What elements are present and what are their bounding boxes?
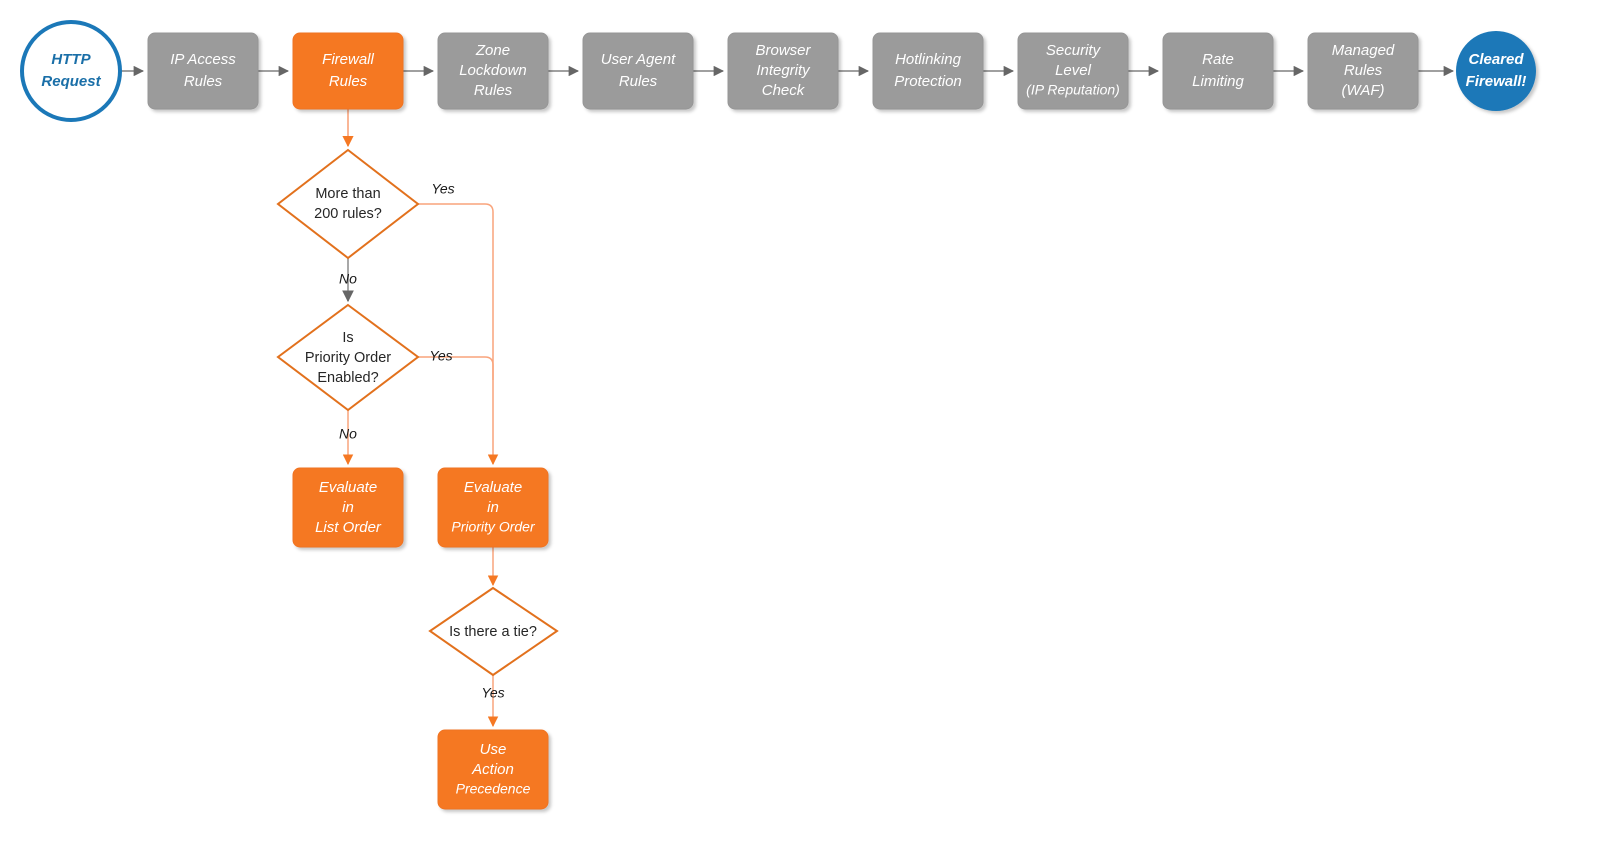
node-evaluate-in-priority-order[interactable]: Evaluate in Priority Order — [437, 467, 549, 548]
use-action-precedence-line1: Use — [480, 741, 507, 758]
decision-is-there-a-tie[interactable]: Is there a tie? — [428, 586, 559, 677]
decision3-yes-label: Yes — [481, 685, 504, 701]
http-request-label-line1: HTTP — [51, 51, 91, 68]
node-security-level[interactable]: Security Level (IP Reputation) — [1017, 32, 1129, 110]
evaluate-list-order-line2: in — [342, 499, 354, 516]
decision1-yes-label: Yes — [431, 181, 454, 197]
browser-integrity-check-line1: Browser — [755, 42, 811, 59]
firewall-rules-line2: Rules — [329, 73, 368, 90]
use-action-precedence-line3: Precedence — [456, 781, 531, 797]
node-zone-lockdown-rules[interactable]: Zone Lockdown Rules — [437, 32, 549, 110]
decision2-line3: Enabled? — [317, 370, 378, 386]
evaluate-list-order-line3: List Order — [315, 519, 382, 536]
browser-integrity-check-line2: Integrity — [756, 62, 811, 79]
browser-integrity-check-line3: Check — [762, 82, 806, 99]
evaluate-list-order-line1: Evaluate — [319, 479, 377, 496]
decision2-yes-label: Yes — [429, 348, 452, 364]
node-browser-integrity-check[interactable]: Browser Integrity Check — [727, 32, 839, 110]
branch-connectors — [342, 108, 499, 728]
cleared-firewall-label-line1: Cleared — [1468, 51, 1524, 68]
zone-lockdown-rules-line2: Lockdown — [459, 62, 527, 79]
node-ip-access-rules[interactable]: IP Access Rules — [147, 32, 259, 110]
ip-access-rules-line1: IP Access — [170, 51, 236, 68]
node-http-request[interactable]: HTTP Request — [20, 20, 122, 122]
node-hotlinking-protection[interactable]: Hotlinking Protection — [872, 32, 984, 110]
managed-rules-waf-line3: (WAF) — [1341, 82, 1384, 99]
node-rate-limiting[interactable]: Rate Limiting — [1162, 32, 1274, 110]
decision1-no-label: No — [339, 271, 357, 287]
hotlinking-protection-line1: Hotlinking — [895, 51, 962, 68]
evaluate-priority-order-line3: Priority Order — [451, 519, 536, 535]
node-use-action-precedence[interactable]: Use Action Precedence — [437, 729, 549, 810]
connector-decision1-yes — [418, 203, 499, 466]
node-firewall-rules[interactable]: Firewall Rules — [292, 32, 404, 110]
decision2-no-label: No — [339, 426, 357, 442]
security-level-line1: Security — [1046, 42, 1102, 59]
decision-is-priority-order-enabled[interactable]: Is Priority Order Enabled? — [276, 303, 420, 412]
security-level-line3: (IP Reputation) — [1026, 82, 1120, 98]
decision1-line2: 200 rules? — [314, 206, 382, 222]
evaluate-priority-order-line1: Evaluate — [464, 479, 522, 496]
decision2-line2: Priority Order — [305, 350, 391, 366]
node-user-agent-rules[interactable]: User Agent Rules — [582, 32, 694, 110]
evaluate-priority-order-line2: in — [487, 499, 499, 516]
user-agent-rules-line1: User Agent — [601, 51, 676, 68]
zone-lockdown-rules-line1: Zone — [475, 42, 510, 59]
decision1-line1: More than — [315, 186, 380, 202]
rate-limiting-line1: Rate — [1202, 51, 1234, 68]
decision-more-than-200-rules[interactable]: More than 200 rules? — [276, 148, 420, 260]
hotlinking-protection-line2: Protection — [894, 73, 962, 90]
user-agent-rules-line2: Rules — [619, 73, 658, 90]
managed-rules-waf-line2: Rules — [1344, 62, 1383, 79]
use-action-precedence-line2: Action — [471, 761, 514, 778]
node-cleared-firewall[interactable]: Cleared Firewall! — [1456, 31, 1536, 111]
security-level-line2: Level — [1055, 62, 1092, 79]
node-evaluate-in-list-order[interactable]: Evaluate in List Order — [292, 467, 404, 548]
connector-decision2-yes — [418, 356, 494, 380]
rate-limiting-line2: Limiting — [1192, 73, 1244, 90]
ip-access-rules-line2: Rules — [184, 73, 223, 90]
zone-lockdown-rules-line3: Rules — [474, 82, 513, 99]
firewall-rules-line1: Firewall — [322, 51, 374, 68]
decision2-line1: Is — [342, 330, 353, 346]
http-request-label-line2: Request — [41, 73, 101, 90]
node-managed-rules-waf[interactable]: Managed Rules (WAF) — [1307, 32, 1419, 110]
managed-rules-waf-line1: Managed — [1332, 42, 1395, 59]
cleared-firewall-label-line2: Firewall! — [1466, 73, 1527, 90]
decision3-line1: Is there a tie? — [449, 624, 537, 640]
